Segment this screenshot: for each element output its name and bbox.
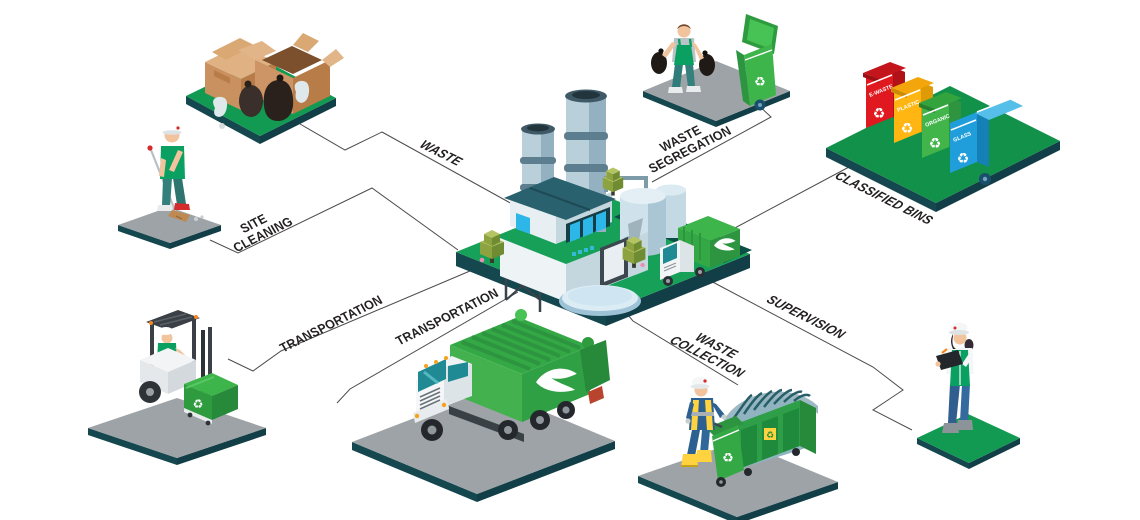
recycle-icon: ♻ bbox=[929, 136, 942, 152]
pond bbox=[559, 285, 641, 316]
green-wheelie-bin: ♻ bbox=[736, 14, 778, 111]
recycle-icon: ♻ bbox=[957, 151, 970, 167]
supervisor-icon bbox=[917, 322, 1020, 469]
dumpster-worker-icon: ♻ ♻ bbox=[638, 377, 838, 520]
recycle-icon: ♻ bbox=[901, 121, 914, 137]
waste-pile-icon bbox=[186, 33, 344, 144]
recycle-icon: ♻ bbox=[873, 106, 886, 122]
trash-bags bbox=[213, 74, 310, 129]
supervisor-platform bbox=[917, 414, 1020, 469]
connector-supervision bbox=[706, 278, 913, 431]
recycle-icon: ♻ bbox=[754, 75, 766, 90]
worker-carrying-bags-icon: ♻ bbox=[643, 14, 790, 127]
connector-waste bbox=[299, 123, 524, 211]
mini-garbage-truck-icon bbox=[660, 216, 740, 286]
recycling-plant-icon bbox=[456, 89, 752, 326]
supervisor-person bbox=[935, 322, 974, 433]
green-waste-container: ♻ bbox=[184, 373, 238, 426]
factory-building bbox=[500, 177, 648, 312]
garbage-truck-icon bbox=[352, 309, 615, 502]
sweeper-worker-icon bbox=[118, 122, 221, 249]
forklift-platform bbox=[88, 398, 266, 465]
collection-worker bbox=[681, 377, 727, 467]
truck-platform bbox=[352, 389, 615, 502]
garbage-truck bbox=[413, 309, 610, 442]
collection-wheelie-bin: ♻ bbox=[703, 416, 744, 487]
recycle-icon: ♻ bbox=[722, 451, 734, 466]
connector-transportation-truck bbox=[336, 291, 519, 404]
connector-classified-bins bbox=[717, 166, 850, 238]
site-cleaning-platform bbox=[118, 207, 221, 249]
classified-bins-icon: E-WASTE ♻ PLASTIC ♻ ORGANIC ♻ bbox=[826, 62, 1060, 212]
bin-glass: GLASS ♻ bbox=[950, 98, 1023, 185]
segregation-worker bbox=[651, 24, 715, 93]
forklift-icon: ♻ bbox=[88, 310, 266, 465]
connector-transportation-forklift bbox=[227, 267, 478, 372]
bin-organic: ORGANIC ♻ bbox=[919, 92, 962, 158]
connector-site-cleaning bbox=[209, 187, 459, 254]
recycle-icon: ♻ bbox=[193, 397, 204, 411]
recycle-icon: ♻ bbox=[766, 431, 774, 441]
dumpster: ♻ bbox=[724, 388, 818, 476]
cleaner-person bbox=[147, 122, 204, 222]
